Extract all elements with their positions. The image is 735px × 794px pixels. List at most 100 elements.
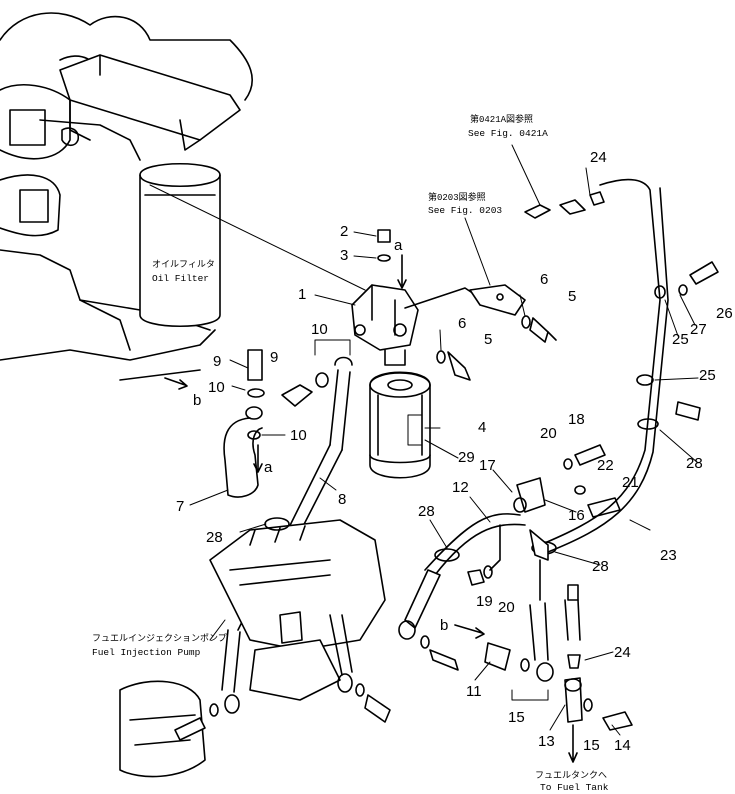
callout-7: 7 — [176, 498, 184, 515]
pump-label-en: Fuel Injection Pump — [92, 647, 201, 658]
callout-8: 8 — [338, 491, 346, 508]
callout-16: 16 — [568, 507, 585, 524]
bolt-9-left — [247, 349, 265, 398]
hose-23 — [529, 178, 669, 561]
arrow-b-left — [164, 377, 188, 390]
callout-6-upper: 6 — [540, 271, 548, 288]
callout-5-lower: 5 — [484, 331, 492, 348]
fig0421-note-en: See Fig. 0421A — [468, 128, 548, 139]
callout-29: 29 — [458, 449, 475, 466]
fuel-filter-head — [351, 284, 481, 366]
callout-23: 23 — [660, 547, 677, 564]
callout-20-lower: 20 — [498, 599, 515, 616]
pump-leader — [209, 619, 226, 641]
callout-a-top: a — [394, 237, 403, 254]
hose-15 — [520, 559, 581, 682]
oil-filter-label-en: Oil Filter — [152, 273, 209, 284]
callout-20-upper: 20 — [540, 425, 557, 442]
callout-4: 4 — [478, 419, 486, 436]
callout-25-upper: 25 — [672, 331, 689, 348]
pump-hose-left — [174, 629, 241, 741]
callout-12: 12 — [452, 479, 469, 496]
fuel-filter-cartridge — [369, 371, 431, 479]
callout-13: 13 — [538, 733, 555, 750]
clamp-28-mid — [434, 548, 460, 562]
hose-7 — [223, 406, 263, 498]
callout-25-right: 25 — [699, 367, 716, 384]
leader-line — [149, 184, 366, 291]
bolt-2 — [377, 229, 391, 262]
fitting-24-top — [524, 191, 605, 219]
bracket-15 — [511, 689, 549, 701]
arrow-b-right — [454, 624, 485, 639]
bolt-9-mid — [281, 372, 329, 407]
hose-12 — [398, 513, 526, 671]
injection-pump — [119, 519, 386, 778]
callout-24-low: 24 — [614, 644, 631, 661]
callout-24-top: 24 — [590, 149, 607, 166]
callout-9-mid: 9 — [270, 349, 278, 366]
callout-3: 3 — [340, 247, 348, 264]
callout-14: 14 — [614, 737, 631, 754]
callout-10-top: 10 — [311, 321, 328, 338]
clamp-25-lower — [636, 374, 654, 386]
callout-1: 1 — [298, 286, 306, 303]
clamp-25-upper — [654, 285, 666, 299]
bolt-14 — [583, 698, 633, 731]
callout-5-upper: 5 — [568, 288, 576, 305]
side-bracket — [469, 284, 526, 316]
bolt-5-upper — [521, 315, 557, 343]
fig0203-note-jp: 第0203図参照 — [428, 191, 486, 203]
tank-label-jp: フュエルタンクへ — [535, 770, 607, 781]
bolt-5-lower — [436, 350, 471, 381]
callout-leaders — [189, 167, 699, 736]
nut-19 — [467, 565, 493, 586]
callout-15-left: 15 — [508, 709, 525, 726]
callout-10-left: 10 — [208, 379, 225, 396]
bolt-21 — [574, 485, 621, 518]
callout-9-left: 9 — [213, 353, 221, 370]
oil-filter-label-jp: オイルフィルタ — [152, 259, 215, 270]
clamp-28-right — [637, 418, 659, 430]
pump-hose-right — [329, 614, 391, 723]
callout-11: 11 — [466, 683, 482, 700]
callout-19: 19 — [476, 593, 493, 610]
callout-26: 26 — [716, 305, 733, 322]
callout-2: 2 — [340, 223, 348, 240]
callout-21: 21 — [622, 474, 639, 491]
callout-27: 27 — [690, 321, 707, 338]
oil-filter — [139, 163, 221, 327]
bracket-10 — [314, 339, 351, 356]
pump-label-jp: フュエルインジェクションポンプ — [92, 633, 227, 644]
mount-bracket — [59, 54, 241, 151]
tank-label-en: To Fuel Tank — [540, 782, 609, 793]
callout-6-lower: 6 — [458, 315, 466, 332]
callout-b-left: b — [193, 392, 201, 409]
fitting-13 — [564, 677, 583, 763]
leader-0203 — [464, 217, 491, 286]
callout-28-right-low: 28 — [592, 558, 609, 575]
callout-a-bottom: a — [264, 459, 273, 476]
callout-28-right: 28 — [686, 455, 703, 472]
callout-28-left: 28 — [206, 529, 223, 546]
leader-0421 — [511, 144, 541, 206]
callout-22: 22 — [597, 457, 614, 474]
callout-numbers: 1 2 3 a 4 29 5 6 5 6 10 9 9 10 b 10 a 7 … — [176, 149, 733, 754]
callout-17: 17 — [479, 457, 496, 474]
fig0203-note-en: See Fig. 0203 — [428, 205, 502, 216]
bolt-26 — [678, 261, 719, 296]
bolt-25-right — [675, 401, 701, 421]
banjo-16 — [489, 477, 546, 571]
callout-28-mid: 28 — [418, 503, 435, 520]
callout-15-right: 15 — [583, 737, 600, 754]
bolt-18 — [563, 444, 606, 470]
fig0421-note-jp: 第0421A図参照 — [470, 113, 533, 125]
callout-b-right: b — [440, 617, 448, 634]
callout-10-low: 10 — [290, 427, 307, 444]
cap-24-low — [567, 654, 581, 669]
arrow-a-top — [397, 254, 407, 289]
fitting-11 — [484, 642, 511, 671]
callout-18: 18 — [568, 411, 585, 428]
arrow-a-bottom — [253, 444, 263, 473]
